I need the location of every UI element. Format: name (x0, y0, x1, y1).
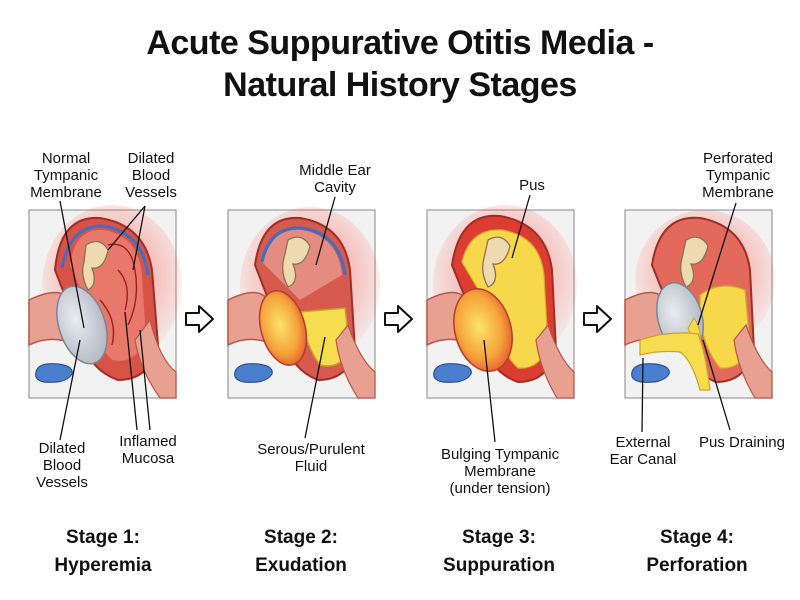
leader-line (139, 329, 151, 431)
label-inflamed-mucosa: Inflamed Mucosa (119, 433, 177, 467)
hollow-right-arrow-icon (583, 305, 612, 333)
eustachian-tube (631, 363, 670, 383)
stage-1-caption: Stage 1: Hyperemia (8, 524, 198, 580)
label-perforated-tympanic-membrane: Perforated Tympanic Membrane (702, 150, 774, 201)
dilated-vessels (99, 243, 138, 346)
tympanic-membrane-normal (56, 285, 108, 365)
leader-line (702, 339, 731, 431)
leader-line (59, 200, 85, 329)
hollow-right-arrow-icon (384, 305, 413, 333)
eustachian-tube (35, 363, 73, 383)
stage-2-caption: Stage 2: Exudation (206, 524, 396, 580)
stage-3-name: Suppuration (443, 555, 555, 576)
hollow-right-arrow-icon (185, 305, 214, 333)
label-external-ear-canal: External Ear Canal (609, 434, 677, 468)
diagram-title: Acute Suppurative Otitis Media - Natural… (0, 22, 800, 106)
stage-4-number: Stage 4: (660, 527, 734, 548)
label-dilated-blood-vessels-bottom: Dilated Blood Vessels (36, 440, 88, 491)
title-line-2: Natural History Stages (223, 66, 577, 104)
leader-line (315, 196, 336, 266)
label-normal-tympanic-membrane: Normal Tympanic Membrane (30, 150, 102, 201)
stage-3-caption: Stage 3: Suppuration (404, 524, 594, 580)
leader-line (304, 336, 326, 439)
stage-3-illustration (426, 194, 577, 443)
label-bulging-tympanic-membrane: Bulging Tympanic Membrane (under tension… (440, 446, 560, 497)
blood-vessel (260, 226, 347, 276)
title-line-1: Acute Suppurative Otitis Media - (146, 24, 654, 62)
leader-line (107, 205, 146, 251)
stage-1-name: Hyperemia (54, 555, 152, 576)
label-middle-ear-cavity: Middle Ear Cavity (299, 162, 371, 196)
stage-3-number: Stage 3: (462, 527, 536, 548)
pus-draining (639, 332, 711, 391)
ossicles (82, 240, 109, 291)
label-pus: Pus (519, 177, 545, 194)
leader-line (124, 311, 138, 431)
leader-line (697, 202, 737, 326)
ossicles (680, 236, 709, 288)
stage-4-illustration (624, 202, 775, 433)
label-serous-purulent-fluid: Serous/Purulent Fluid (257, 441, 365, 475)
leader-line (59, 339, 81, 441)
label-dilated-blood-vessels-top: Dilated Blood Vessels (125, 150, 177, 201)
eustachian-tube (433, 363, 472, 383)
stage-4-caption: Stage 4: Perforation (602, 524, 792, 580)
bulging-tympanic-membrane (453, 288, 513, 372)
leader-line (641, 357, 644, 433)
stage-2-name: Exudation (255, 555, 347, 576)
ossicles (482, 236, 511, 288)
eustachian-tube (234, 363, 273, 383)
stage-2-illustration (227, 196, 380, 439)
ossicles (282, 236, 311, 288)
stage-2-number: Stage 2: (264, 527, 338, 548)
tympanic-membrane-inflamed (258, 290, 308, 366)
stage-1-illustration (28, 200, 182, 441)
stage-1-number: Stage 1: (66, 527, 140, 548)
stage-4-name: Perforation (646, 555, 748, 576)
leader-line (483, 339, 496, 443)
leader-line (132, 205, 146, 271)
label-pus-draining: Pus Draining (699, 434, 785, 451)
leader-line (511, 194, 531, 259)
